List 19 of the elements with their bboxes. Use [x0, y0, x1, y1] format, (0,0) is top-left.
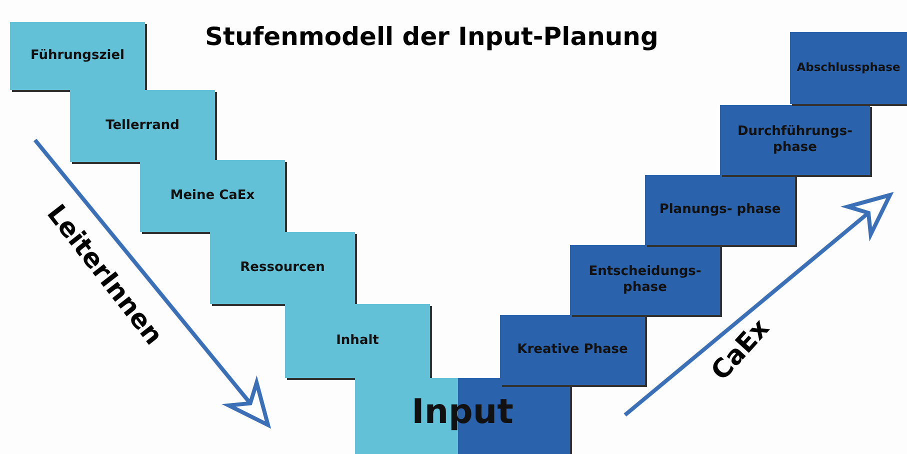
step-label: Entscheidungs- phase [588, 264, 702, 296]
step-label: Durchführungs- phase [736, 124, 854, 156]
stair-step [285, 304, 430, 378]
stair-step [570, 245, 720, 315]
stair-step [10, 22, 145, 90]
stair-step [645, 175, 795, 245]
stair-step [790, 32, 907, 104]
step-label: Ressourcen [240, 260, 325, 276]
step-label: Planungs- phase [659, 202, 781, 218]
stair-step [210, 232, 355, 304]
step-label: Tellerrand [106, 118, 180, 134]
diagram-title: Stufenmodell der Input-Planung [205, 22, 658, 51]
stair-step [500, 315, 645, 385]
step-label: Kreative Phase [517, 342, 628, 358]
stair-step [720, 105, 870, 175]
step-label: Abschlussphase [796, 61, 900, 75]
step-label: Inhalt [336, 333, 379, 349]
step-label: Meine CaEx [170, 188, 255, 204]
step-label: Führungsziel [30, 48, 124, 64]
